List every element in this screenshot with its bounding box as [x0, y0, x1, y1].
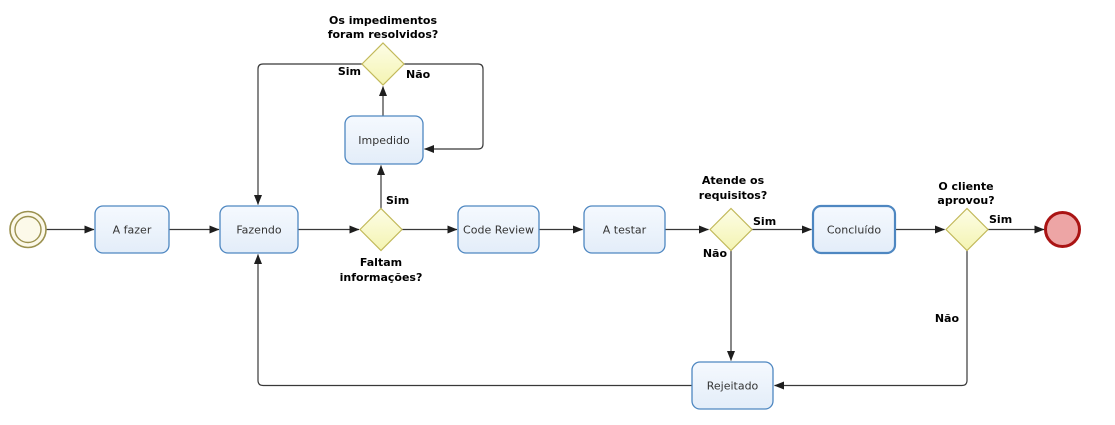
- gateway-atende-requisitos[interactable]: [709, 207, 753, 252]
- task-impedido-label: Impedido: [358, 134, 410, 147]
- label-cliente-nao: Não: [935, 312, 960, 325]
- gateway-impedimentos-question-line2: foram resolvidos?: [328, 28, 439, 41]
- task-a-testar-label: A testar: [603, 224, 647, 237]
- task-rejeitado-label: Rejeitado: [707, 380, 759, 393]
- start-event[interactable]: [9, 210, 47, 249]
- end-event[interactable]: [1044, 211, 1081, 248]
- label-atende-nao: Não: [703, 247, 728, 260]
- gateway-cliente-aprovou[interactable]: [945, 207, 989, 252]
- gateway-faltam-informacoes[interactable]: [359, 207, 403, 252]
- task-code-review[interactable]: [457, 205, 540, 254]
- task-a-fazer[interactable]: [94, 205, 170, 254]
- task-concluido[interactable]: [811, 204, 897, 255]
- task-fazendo-label: Fazendo: [236, 224, 282, 237]
- label-atende-sim: Sim: [753, 215, 776, 228]
- label-impedimentos-sim: Sim: [338, 65, 361, 78]
- task-fazendo[interactable]: [219, 205, 299, 254]
- gateway-cliente-question-line1: O cliente: [938, 180, 993, 193]
- flow-cliente-nao-to-rejeitado[interactable]: [774, 250, 968, 390]
- task-impedido[interactable]: [344, 115, 424, 165]
- label-faltam-sim: Sim: [386, 194, 409, 207]
- start-event-inner-circle: [14, 215, 42, 244]
- gateway-cliente-question-line2: aprovou?: [937, 194, 994, 207]
- gateway-faltam-question-line1: Faltam: [360, 256, 402, 269]
- task-rejeitado[interactable]: [691, 361, 774, 410]
- task-code-review-label: Code Review: [463, 224, 534, 237]
- gateway-faltam-question-line2: informações?: [340, 271, 423, 284]
- task-a-fazer-label: A fazer: [113, 224, 152, 237]
- flow-impedimentos-sim-to-fazendo[interactable]: [254, 63, 362, 205]
- task-a-testar[interactable]: [583, 205, 666, 254]
- task-concluido-label: Concluído: [827, 224, 881, 237]
- flow-impedimentos-nao-to-impedido[interactable]: [404, 63, 484, 153]
- label-cliente-sim: Sim: [989, 213, 1012, 226]
- gateway-impedimentos-resolvidos[interactable]: [361, 42, 405, 86]
- gateway-impedimentos-question-line1: Os impedimentos: [329, 14, 438, 27]
- label-impedimentos-nao: Não: [406, 68, 431, 81]
- gateway-atende-question-line2: requisitos?: [699, 189, 767, 202]
- gateway-atende-question-line1: Atende os: [702, 174, 765, 187]
- sequence-flows: [46, 63, 1045, 390]
- flow-rejeitado-to-fazendo[interactable]: [254, 254, 692, 387]
